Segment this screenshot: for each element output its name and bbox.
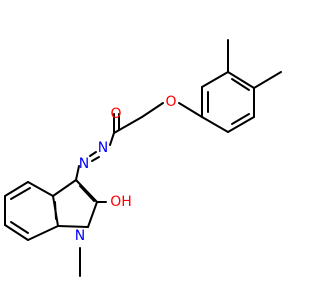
hydroxyl-label: OH <box>110 194 132 210</box>
molecule-structure: O O N N OH N <box>4 39 282 277</box>
azo-nitrogen-upper-label: N <box>98 140 108 156</box>
carbonyl-oxygen-label: O <box>110 106 121 122</box>
methyl-groups <box>227 39 282 89</box>
indole-nitrogen-label: N <box>75 228 85 244</box>
ether-linkage <box>141 102 203 118</box>
azo-linkage <box>75 151 100 181</box>
indole-ring <box>4 179 107 277</box>
azo-nitrogen-lower-label: N <box>79 156 89 172</box>
molecule-diagram: O O N N OH N <box>4 39 282 277</box>
dimethylphenyl-ring <box>201 71 255 133</box>
methyl-bond-right <box>253 71 282 89</box>
acyl-chain <box>109 113 143 146</box>
ether-oxygen-label: O <box>165 94 176 110</box>
